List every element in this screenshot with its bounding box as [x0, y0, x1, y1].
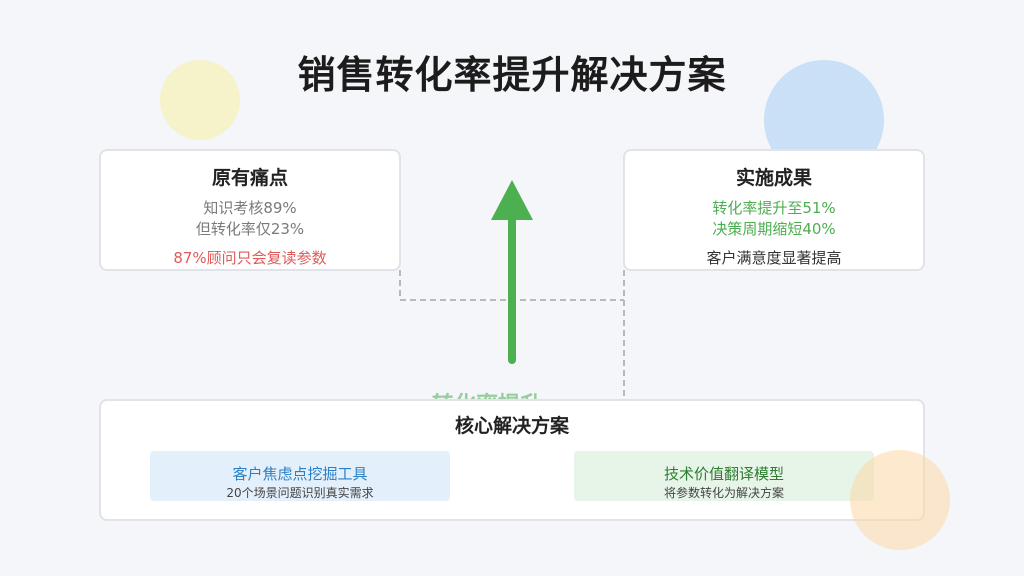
results-card-title: 实施成果	[735, 167, 812, 189]
page-title: 销售转化率提升解决方案	[297, 53, 727, 97]
tool-1-name: 客户焦虑点挖掘工具	[232, 465, 368, 483]
orange-circle-decoration	[850, 450, 950, 550]
pain-line-2: 但转化率仅23%	[195, 220, 305, 238]
pain-highlight: 87%顾问只会复读参数	[173, 249, 327, 267]
pain-card-title: 原有痛点	[211, 167, 288, 189]
result-line-2: 决策周期缩短40%	[712, 220, 836, 238]
pain-points-card: 原有痛点 知识考核89% 但转化率仅23% 87%顾问只会复读参数	[99, 149, 401, 271]
solution-tool-1: 客户焦虑点挖掘工具 20个场景问题识别真实需求	[150, 451, 450, 501]
up-arrow-icon	[491, 180, 533, 220]
core-solution-card: 核心解决方案 客户焦虑点挖掘工具 20个场景问题识别真实需求 技术价值翻译模型 …	[99, 399, 925, 521]
results-card: 实施成果 转化率提升至51% 决策周期缩短40% 客户满意度显著提高	[623, 149, 925, 271]
pain-line-1: 知识考核89%	[203, 199, 297, 217]
core-card-title: 核心解决方案	[454, 415, 569, 437]
tool-1-desc: 20个场景问题识别真实需求	[226, 486, 374, 500]
tool-2-desc: 将参数转化为解决方案	[663, 486, 784, 500]
result-line-3: 客户满意度显著提高	[706, 249, 842, 267]
solution-tool-2: 技术价值翻译模型 将参数转化为解决方案	[574, 451, 874, 501]
dashed-connector	[399, 270, 624, 301]
tool-2-name: 技术价值翻译模型	[663, 465, 784, 483]
result-line-1: 转化率提升至51%	[712, 199, 836, 217]
yellow-circle-decoration	[160, 60, 240, 140]
